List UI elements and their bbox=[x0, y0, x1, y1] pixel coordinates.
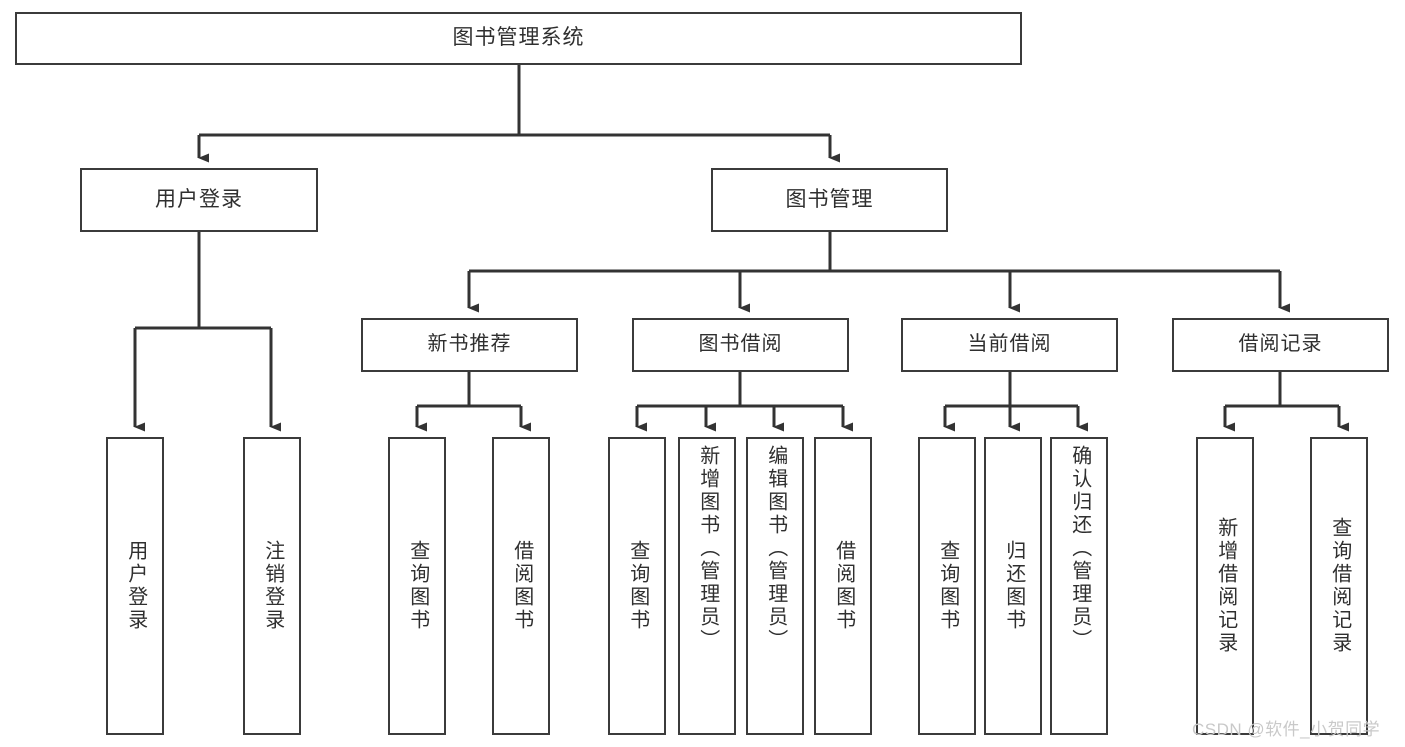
node-new-book-recommend[interactable]: 新书推荐 bbox=[361, 318, 578, 372]
node-root-book-management-system[interactable]: 图书管理系统 bbox=[15, 12, 1022, 65]
node-leaf-query-borrow-record[interactable]: 查询借阅记录 bbox=[1310, 437, 1368, 735]
node-leaf-query-book-recommend[interactable]: 查询图书 bbox=[388, 437, 446, 735]
node-label: 图书管理 bbox=[785, 187, 874, 211]
node-label: 查询图书 bbox=[626, 540, 649, 632]
node-label: 新增图书（管理员） bbox=[696, 445, 719, 652]
node-borrow-record[interactable]: 借阅记录 bbox=[1172, 318, 1389, 372]
node-leaf-edit-book-admin[interactable]: 编辑图书（管理员） bbox=[746, 437, 804, 735]
node-current-borrow[interactable]: 当前借阅 bbox=[901, 318, 1118, 372]
node-label: 新书推荐 bbox=[427, 333, 512, 356]
node-label: 注销登录 bbox=[261, 540, 284, 632]
node-book-management[interactable]: 图书管理 bbox=[711, 168, 948, 232]
node-label: 用户登录 bbox=[155, 187, 243, 211]
node-label: 当前借阅 bbox=[967, 333, 1052, 356]
node-leaf-logout[interactable]: 注销登录 bbox=[243, 437, 301, 735]
node-label: 图书借阅 bbox=[698, 333, 783, 356]
node-label: 查询借阅记录 bbox=[1328, 517, 1351, 655]
node-label: 查询图书 bbox=[936, 540, 959, 632]
node-label: 用户登录 bbox=[124, 540, 147, 632]
node-label: 借阅图书 bbox=[510, 540, 533, 632]
node-label: 查询图书 bbox=[406, 540, 429, 632]
node-label: 新增借阅记录 bbox=[1214, 517, 1237, 655]
node-leaf-return-book[interactable]: 归还图书 bbox=[984, 437, 1042, 735]
node-leaf-confirm-return-admin[interactable]: 确认归还（管理员） bbox=[1050, 437, 1108, 735]
node-leaf-borrow-book[interactable]: 借阅图书 bbox=[814, 437, 872, 735]
node-leaf-borrow-book-recommend[interactable]: 借阅图书 bbox=[492, 437, 550, 735]
node-leaf-add-book-admin[interactable]: 新增图书（管理员） bbox=[678, 437, 736, 735]
node-label: 确认归还（管理员） bbox=[1068, 445, 1091, 652]
node-book-borrow[interactable]: 图书借阅 bbox=[632, 318, 849, 372]
node-leaf-add-borrow-record[interactable]: 新增借阅记录 bbox=[1196, 437, 1254, 735]
node-leaf-query-book-borrow[interactable]: 查询图书 bbox=[608, 437, 666, 735]
node-label: 借阅记录 bbox=[1238, 333, 1323, 356]
node-leaf-user-login[interactable]: 用户登录 bbox=[106, 437, 164, 735]
node-label: 编辑图书（管理员） bbox=[764, 445, 787, 652]
node-leaf-query-book-current[interactable]: 查询图书 bbox=[918, 437, 976, 735]
node-label: 图书管理系统 bbox=[452, 26, 585, 50]
node-label: 归还图书 bbox=[1002, 540, 1025, 632]
node-user-login[interactable]: 用户登录 bbox=[80, 168, 318, 232]
node-label: 借阅图书 bbox=[832, 540, 855, 632]
